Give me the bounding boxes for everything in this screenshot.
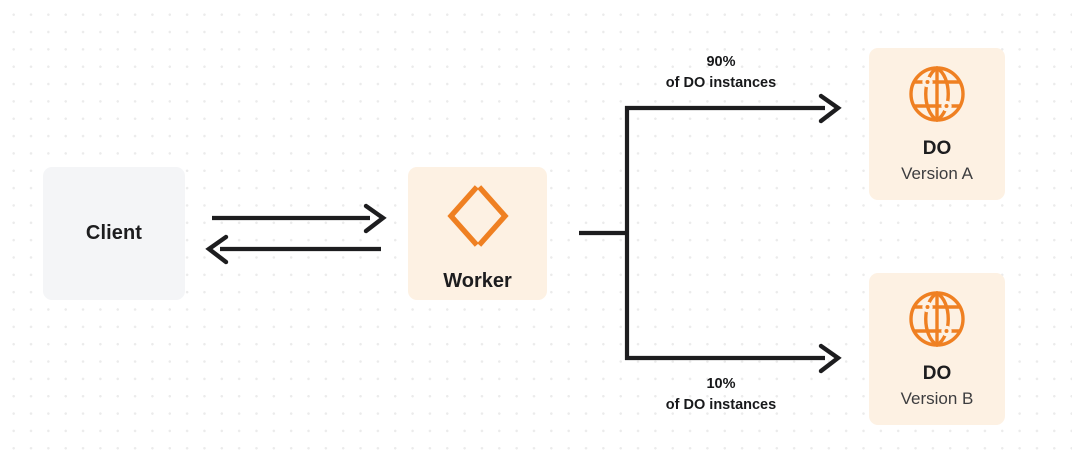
cloudflare-workers-icon bbox=[445, 185, 511, 247]
response-arrow bbox=[205, 234, 381, 265]
node-do-a-sublabel: Version A bbox=[901, 163, 973, 183]
request-arrow bbox=[212, 203, 387, 234]
branch-arrow-do-b bbox=[625, 343, 842, 374]
edge-label-do-b-percent: 10% bbox=[706, 376, 736, 392]
globe-icon bbox=[908, 290, 966, 348]
edge-label-do-a: 90% of DO instances bbox=[640, 52, 802, 93]
node-do-b-sublabel: Version B bbox=[900, 388, 974, 408]
node-client[interactable]: Client bbox=[43, 167, 185, 300]
node-do-b-label: DO bbox=[922, 363, 952, 384]
edge-label-do-b: 10% of DO instances bbox=[640, 374, 802, 415]
node-do-version-a[interactable]: DO Version A bbox=[869, 48, 1005, 200]
edge-label-do-b-caption: of DO instances bbox=[665, 396, 777, 413]
node-do-version-b[interactable]: DO Version B bbox=[869, 273, 1005, 425]
node-worker[interactable]: Worker bbox=[408, 167, 547, 300]
node-worker-label: Worker bbox=[443, 270, 512, 292]
globe-icon bbox=[908, 65, 966, 123]
node-client-label: Client bbox=[85, 222, 143, 244]
edge-label-do-a-percent: 90% bbox=[706, 54, 736, 70]
branch-arrow-do-a bbox=[625, 93, 842, 124]
node-do-a-label: DO bbox=[922, 138, 952, 159]
edge-label-do-a-caption: of DO instances bbox=[665, 74, 777, 91]
